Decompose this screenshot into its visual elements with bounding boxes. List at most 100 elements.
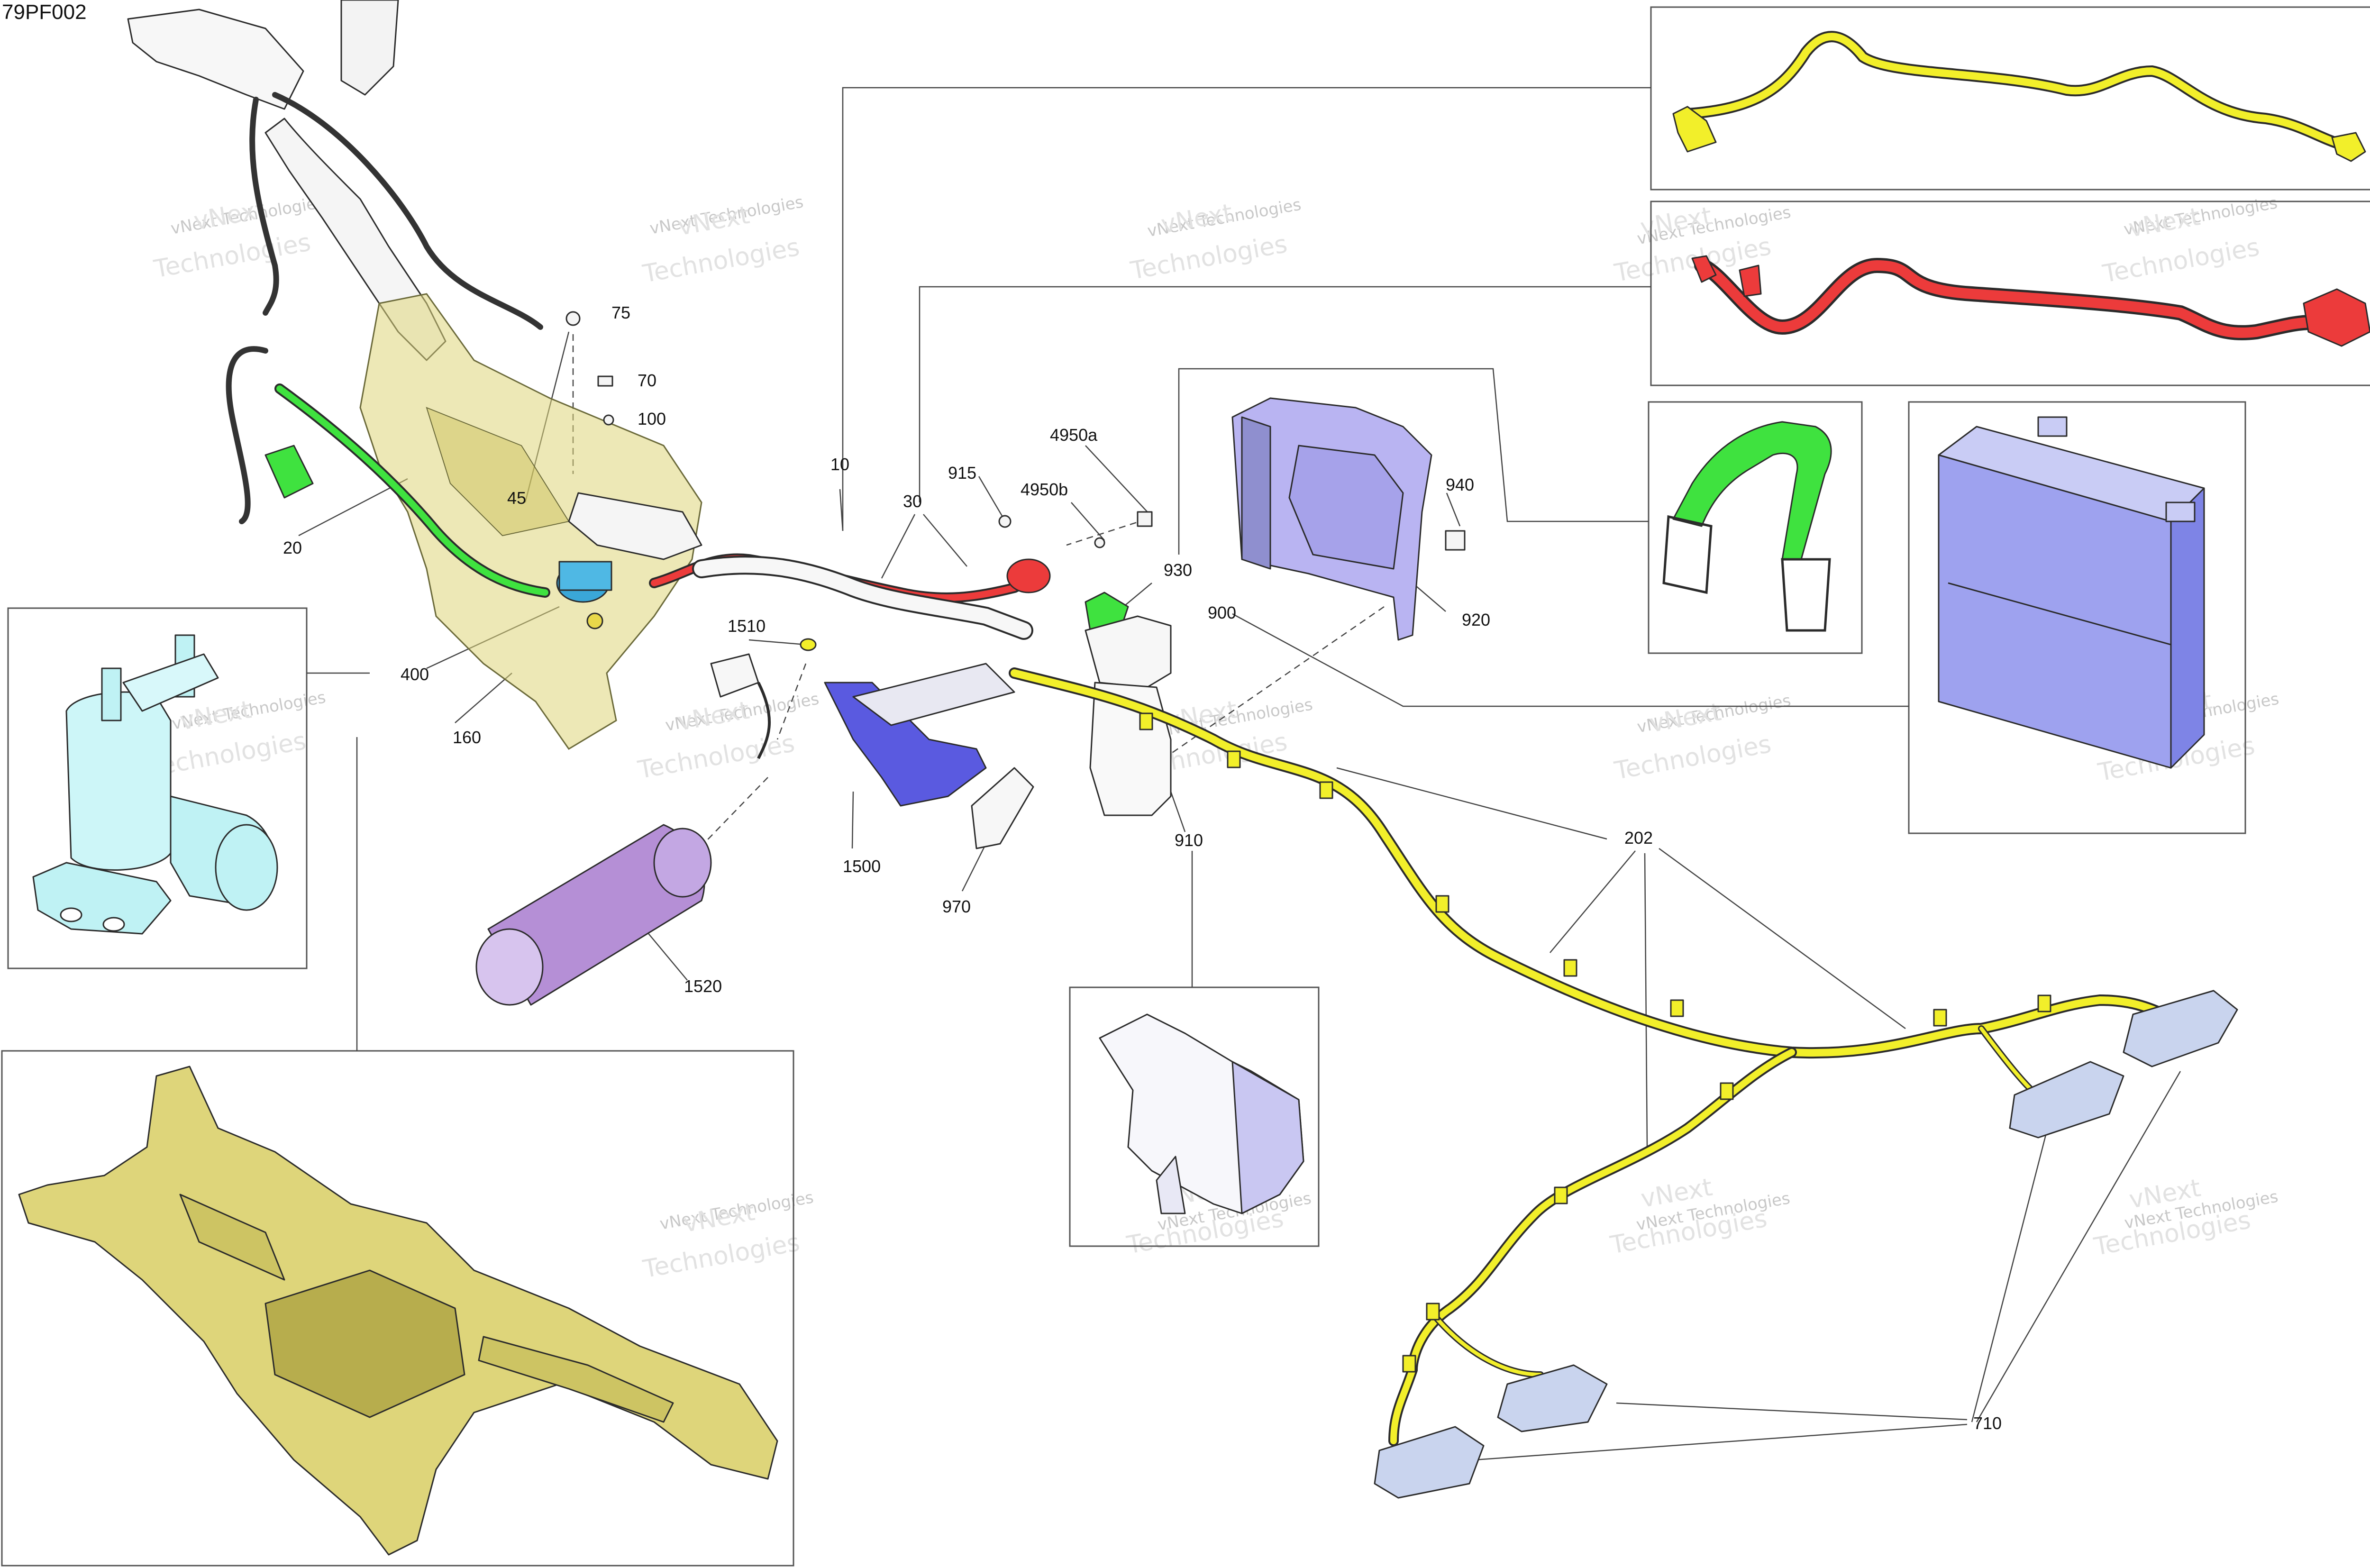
harness-clip	[1227, 750, 1241, 768]
solenoid-installed-cap	[558, 561, 612, 591]
light-unit	[1374, 1426, 1485, 1499]
red-cable-boot	[2303, 288, 2370, 347]
light-unit	[2009, 1061, 2124, 1139]
harness-clip	[1670, 999, 1684, 1017]
callout-labels: 10 20 30 45 70 75 100 160 202 400 710 90…	[283, 303, 2002, 1433]
leader-30b	[881, 514, 916, 579]
harness-sleeve	[694, 557, 1031, 638]
callout-70: 70	[638, 371, 656, 390]
ground-cable	[226, 346, 268, 524]
harness-clip	[1319, 781, 1333, 799]
leader-920-dashed	[1170, 606, 1385, 755]
light-unit	[1497, 1364, 1608, 1432]
leader-1520-dashed	[696, 777, 768, 851]
part-green-strap-detail	[1662, 421, 1832, 632]
screw-915	[998, 515, 1012, 528]
frame-translucent	[359, 293, 702, 750]
nut-75	[565, 311, 581, 326]
solenoid-mount-hole	[60, 907, 82, 922]
part-light-harness-202	[1009, 667, 2191, 1446]
part-solenoid-detail	[32, 634, 278, 935]
heat-shield-flange	[1241, 416, 1271, 570]
battery-side	[2170, 487, 2205, 769]
frame-rail	[478, 1336, 674, 1423]
sleeve-opening	[475, 928, 544, 1006]
callout-400: 400	[401, 665, 429, 684]
clip-970	[971, 767, 1034, 849]
harness-clip	[2037, 994, 2051, 1012]
harness-clip	[1435, 895, 1449, 913]
battery-box-installed-top	[1085, 615, 1172, 688]
callout-1520: 1520	[684, 976, 722, 996]
detail-box-solenoid	[7, 607, 308, 969]
part-red-cable-detail	[1691, 255, 2370, 347]
harness-clip	[1563, 959, 1577, 977]
red-cable	[1696, 260, 2318, 338]
leader-202a	[1336, 767, 1607, 840]
green-strap-installed	[276, 385, 548, 596]
harness-clip	[1402, 1355, 1416, 1373]
leader-4950-dashed	[1066, 518, 1148, 546]
part-connector-1510	[710, 638, 817, 759]
callout-160: 160	[453, 728, 481, 747]
callout-202: 202	[1624, 828, 1653, 848]
green-strap-hook	[1662, 515, 1713, 594]
part-battery-detail	[1938, 416, 2205, 769]
leader-202b	[1550, 850, 1636, 953]
part-lights-710	[1374, 990, 2238, 1499]
part-yellow-cable-detail	[1672, 31, 2366, 162]
leader-30a	[923, 514, 967, 567]
leader-930	[1123, 583, 1152, 607]
battery-ridge	[1948, 582, 2171, 646]
yellow-harness-main	[1011, 669, 2189, 1057]
part-sleeve-1520	[475, 824, 712, 1006]
solenoid-cap	[122, 653, 219, 712]
leader-940	[1446, 492, 1461, 527]
leader-160	[455, 673, 512, 723]
red-cable-terminal	[1739, 264, 1762, 297]
callout-10: 10	[830, 455, 849, 474]
heat-shield-recess	[1288, 445, 1404, 570]
battery-box-side	[1231, 1061, 1304, 1214]
sleeve-end	[653, 828, 712, 898]
leader-1510-dashed	[776, 663, 807, 740]
red-cable-terminal	[1691, 255, 1717, 283]
detail-box-frame	[1, 1050, 794, 1567]
solenoid-mount-hole	[102, 917, 125, 932]
leader-710b	[1976, 1071, 2181, 1422]
frame-rail	[179, 1194, 285, 1281]
leader-710d	[1474, 1423, 1968, 1461]
callout-930: 930	[1164, 560, 1192, 580]
black-cable	[249, 97, 279, 316]
fasteners	[565, 311, 1466, 551]
leader-10	[839, 489, 844, 531]
leader-202d	[1659, 848, 1906, 1030]
harness-clip	[1426, 1303, 1440, 1321]
steering-housing	[127, 9, 304, 110]
connector-1510-washer	[800, 638, 817, 651]
part-battery-box-detail	[1099, 1013, 1304, 1214]
leader-1500	[851, 791, 854, 849]
solenoid-stud	[101, 667, 122, 721]
yellow-cable-terminal	[1672, 106, 1717, 153]
callout-940: 940	[1446, 475, 1474, 494]
callout-900: 900	[1208, 603, 1236, 622]
detail-box-green-strap	[1648, 401, 1863, 654]
detail-box-yellow-cable	[1650, 6, 2370, 191]
harness-clip	[1554, 1186, 1568, 1204]
leader-30-detail	[919, 286, 1651, 502]
callout-45: 45	[507, 488, 526, 508]
callout-910: 910	[1175, 830, 1203, 850]
callout-710: 710	[1973, 1413, 2002, 1433]
callout-920: 920	[1462, 610, 1490, 629]
yellow-harness-lead	[1434, 1316, 1542, 1377]
black-cable	[272, 92, 543, 330]
battery-terminal	[2037, 416, 2068, 437]
callout-100: 100	[638, 409, 666, 428]
callout-1510: 1510	[728, 616, 766, 636]
yellow-cable-terminal	[2331, 132, 2366, 162]
harness-clip	[1720, 1082, 1734, 1100]
leader-915	[978, 476, 1003, 517]
battery-terminal	[2165, 501, 2196, 522]
